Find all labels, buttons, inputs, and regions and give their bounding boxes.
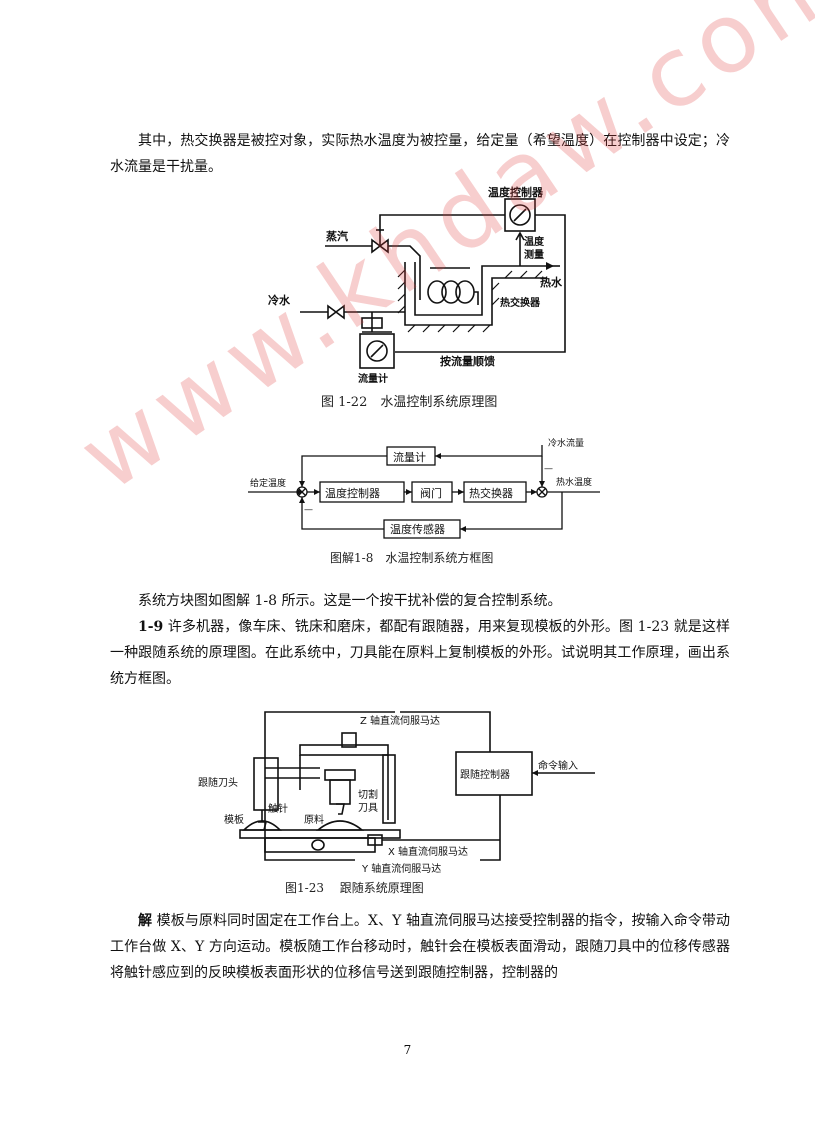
page-number: 7 xyxy=(403,1043,412,1057)
paragraph-block-diagram: 系统方块图如图解 1-8 所示。这是一个按干扰补偿的复合控制系统。 xyxy=(138,593,562,609)
paragraph-problem-1-9: 1-9 许多机器，像车床、铣床和磨床，都配有跟随器，用来复现模板的外形。图 1-… xyxy=(110,614,730,692)
signal-input: 给定温度 xyxy=(250,477,286,489)
water-temp-block-diagram: 流量计 温度控制器 阀门 热交换器 温度传感器 给定温度 冷水流量 热水温度 —… xyxy=(248,437,600,539)
solution-text: 模板与原料同时固定在工作台上。X、Y 轴直流伺服马达接受控制器的指令，按输入命令… xyxy=(110,913,730,981)
label-follow-head: 跟随刀头 xyxy=(198,776,238,789)
label-exchanger: 热交换器 xyxy=(500,296,541,309)
problem-text: 许多机器，像车床、铣床和磨床，都配有跟随器，用来复现模板的外形。图 1-23 就… xyxy=(110,619,730,687)
label-cold-water: 冷水 xyxy=(268,293,291,307)
fig3-caption: 图1-23 跟随系统原理图 xyxy=(285,881,424,895)
label-x-motor: X 轴直流伺服马达 xyxy=(388,845,468,858)
label-steam: 蒸汽 xyxy=(326,229,348,243)
label-stylus: 触针 xyxy=(268,802,288,815)
label-command-input: 命令输入 xyxy=(538,759,578,772)
minus-sign-2: — xyxy=(544,464,553,474)
problem-number: 1-9 xyxy=(138,619,164,635)
signal-output: 热水温度 xyxy=(556,476,592,488)
label-template: 模板 xyxy=(224,813,244,826)
block-temp-sensor: 温度传感器 xyxy=(390,522,445,536)
label-cutter-1: 切割 xyxy=(358,788,378,801)
paragraph-intro: 其中，热交换器是被控对象，实际热水温度为被控量，给定量（希望温度）在控制器中设定… xyxy=(110,133,730,175)
fig1-caption: 图 1-22 水温控制系统原理图 xyxy=(321,395,498,410)
fig2-caption: 图解1-8 水温控制系统方框图 xyxy=(330,551,494,565)
label-hot-water: 热水 xyxy=(540,275,563,289)
label-z-motor: Z 轴直流伺服马达 xyxy=(360,714,440,727)
block-temp-controller: 温度控制器 xyxy=(325,486,380,500)
water-temp-schematic: 温度控制器 蒸汽 温度 测量 热水 冷水 热交换器 按流量顺馈 流量计 xyxy=(268,185,566,385)
label-material: 原料 xyxy=(304,813,324,826)
paragraph-solution: 解 模板与原料同时固定在工作台上。X、Y 轴直流伺服马达接受控制器的指令，按输入… xyxy=(110,908,730,986)
label-temp-controller: 温度控制器 xyxy=(488,185,544,199)
label-flow-feedback: 按流量顺馈 xyxy=(440,354,495,368)
label-y-motor: Y 轴直流伺服马达 xyxy=(361,862,441,875)
minus-sign-1: — xyxy=(304,505,313,515)
block-exchanger: 热交换器 xyxy=(469,486,513,500)
block-flowmeter: 流量计 xyxy=(393,450,426,464)
label-cutter-2: 刀具 xyxy=(358,802,378,814)
label-temp-measure-1: 温度 xyxy=(524,235,545,248)
follower-system-schematic: Z 轴直流伺服马达 跟随控制器 命令输入 跟随刀头 触针 切割 刀具 模板 原料… xyxy=(198,711,595,875)
solution-lead: 解 xyxy=(138,913,153,929)
label-follow-controller: 跟随控制器 xyxy=(460,768,510,781)
label-flowmeter: 流量计 xyxy=(358,372,388,385)
block-valve: 阀门 xyxy=(420,486,442,500)
label-temp-measure-2: 测量 xyxy=(524,248,544,261)
signal-disturbance: 冷水流量 xyxy=(548,437,584,449)
